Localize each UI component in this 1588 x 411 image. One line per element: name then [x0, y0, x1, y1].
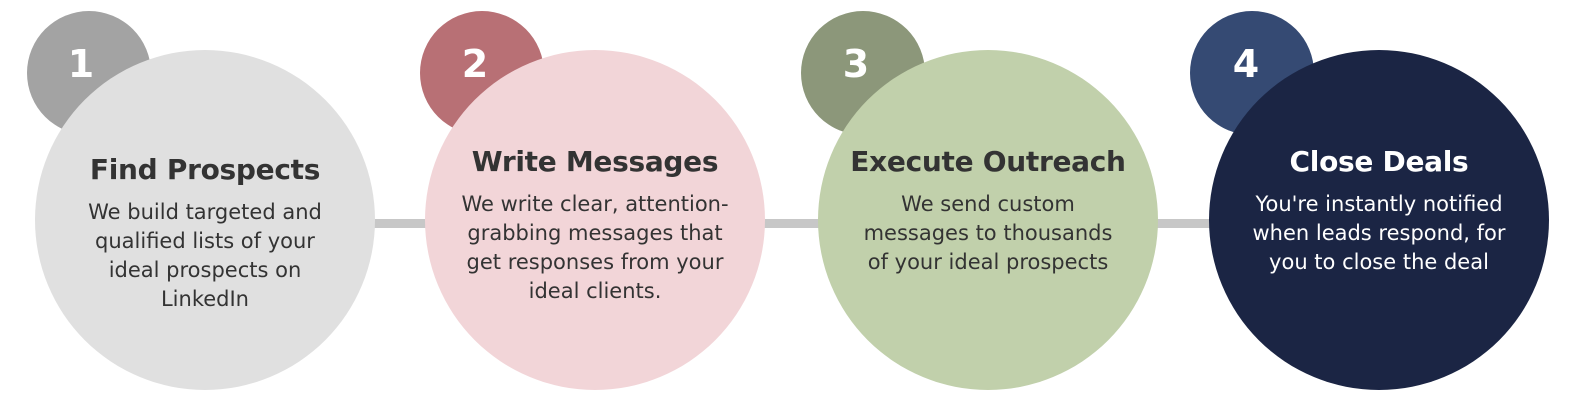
step-3-line-3: of your ideal prospects [867, 250, 1109, 274]
connector-1-2 [368, 219, 432, 228]
step-1-circle: Find Prospects We build targeted and qua… [35, 50, 375, 390]
step-2-description: We write clear, attention- grabbing mess… [461, 190, 728, 306]
step-1-line-1: We build targeted and [88, 200, 322, 224]
step-2-circle: Write Messages We write clear, attention… [425, 50, 765, 390]
step-2-line-2: grabbing messages that [467, 221, 723, 245]
step-1-number: 1 [67, 42, 95, 86]
step-3-number: 3 [842, 42, 870, 86]
connector-3-4 [1150, 219, 1214, 228]
step-1-line-2: qualified lists of your [95, 229, 315, 253]
step-3-line-1: We send custom [901, 192, 1075, 216]
step-3-line-2: messages to thousands [863, 221, 1113, 245]
step-4-line-3: you to close the deal [1269, 250, 1489, 274]
step-4-line-1: You're instantly notified [1255, 192, 1503, 216]
step-4-description: You're instantly notified when leads res… [1252, 190, 1505, 277]
step-1-line-4: LinkedIn [160, 287, 249, 311]
step-1-title: Find Prospects [89, 153, 321, 186]
step-3-title: Execute Outreach [850, 145, 1126, 178]
step-2-line-3: get responses from your [466, 250, 724, 274]
step-4-circle: Close Deals You're instantly notified wh… [1209, 50, 1549, 390]
step-1-description: We build targeted and qualified lists of… [88, 198, 322, 314]
step-4-number: 4 [1232, 42, 1260, 86]
connector-2-3 [760, 219, 824, 228]
step-2-title: Write Messages [471, 145, 719, 178]
step-1-line-3: ideal prospects on [108, 258, 302, 282]
step-3-description: We send custom messages to thousands of … [864, 190, 1113, 277]
step-2-number: 2 [461, 42, 489, 86]
step-2-line-4: ideal clients. [528, 279, 662, 303]
step-3-circle: Execute Outreach We send custom messages… [818, 50, 1158, 390]
step-2-line-1: We write clear, attention- [461, 192, 729, 216]
step-4-title: Close Deals [1289, 145, 1469, 178]
step-4-line-2: when leads respond, for [1252, 221, 1506, 245]
